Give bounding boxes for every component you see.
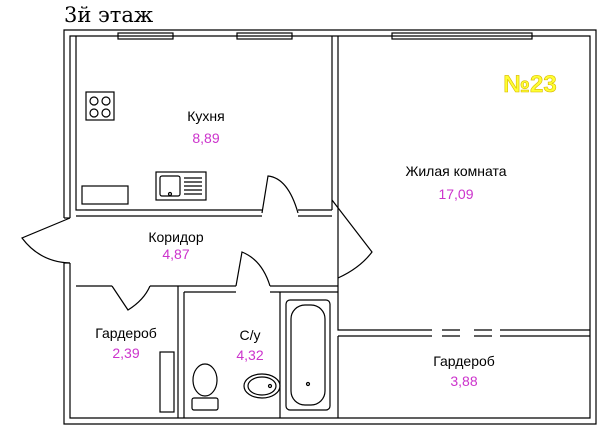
wardrobe-shelf (159, 351, 175, 413)
stove-icon (85, 91, 115, 121)
room-name-bathroom: С/у (240, 327, 261, 343)
room-area-living: 17,09 (438, 186, 473, 202)
floor-label: 3й этаж (64, 3, 154, 27)
washbasin-icon (243, 373, 281, 399)
room-area-kitchen: 8,89 (192, 130, 219, 146)
windows (117, 32, 533, 40)
sink-icon (155, 171, 207, 201)
room-name-wardrobe-right: Гардероб (433, 353, 495, 369)
room-area-wardrobe-left: 2,39 (112, 345, 139, 361)
room-name-corridor: Коридор (148, 229, 204, 245)
countertop (81, 185, 129, 205)
room-labels: №23 Кухня 8,89 Жилая комната 17,09 Корид… (95, 71, 557, 389)
toilet-icon (191, 363, 219, 411)
fixtures (81, 91, 331, 413)
room-name-kitchen: Кухня (187, 108, 224, 124)
room-name-wardrobe-left: Гардероб (95, 325, 157, 341)
room-area-bathroom: 4,32 (236, 347, 263, 363)
doors (21, 175, 373, 311)
interior-walls (75, 36, 590, 418)
room-area-wardrobe-right: 3,88 (450, 373, 477, 389)
bathtub-icon (285, 299, 331, 411)
apartment-number: №23 (503, 71, 556, 98)
room-area-corridor: 4,87 (162, 246, 189, 262)
room-name-living: Жилая комната (405, 163, 506, 179)
